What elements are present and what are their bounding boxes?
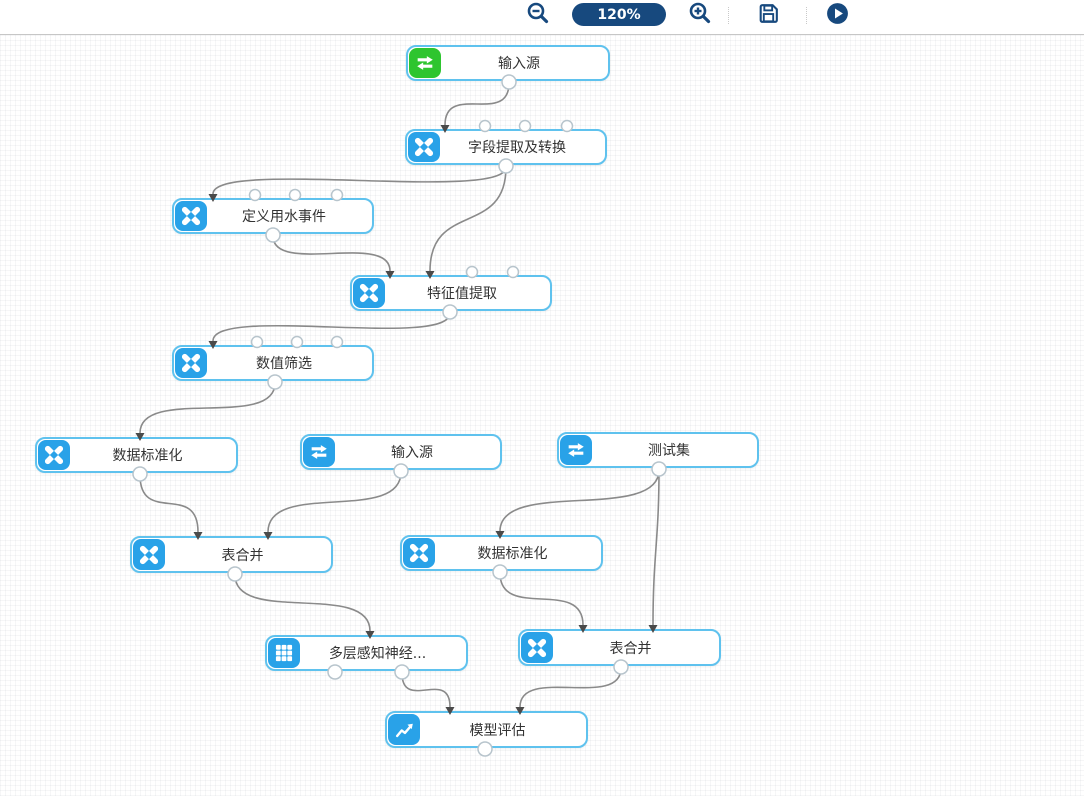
node-data-normalize-left[interactable]: 数据标准化 bbox=[35, 437, 238, 473]
edge bbox=[499, 469, 660, 532]
edge bbox=[139, 474, 199, 533]
swap-icon bbox=[409, 48, 441, 78]
edge bbox=[499, 572, 584, 626]
node-label: 特征值提取 bbox=[427, 286, 497, 302]
node-define-water-event[interactable]: 定义用水事件 bbox=[172, 198, 374, 234]
edge bbox=[444, 82, 510, 126]
edge bbox=[234, 574, 371, 632]
node-label: 数值筛选 bbox=[256, 356, 312, 372]
swap-icon bbox=[303, 437, 335, 467]
cross-icon bbox=[408, 132, 440, 162]
cross-icon bbox=[403, 538, 435, 568]
node-table-merge-right[interactable]: 表合并 bbox=[518, 629, 721, 666]
node-numeric-filter[interactable]: 数值筛选 bbox=[172, 345, 374, 381]
edge bbox=[519, 667, 622, 708]
cross-icon bbox=[175, 201, 207, 231]
edge bbox=[652, 469, 660, 626]
save-button[interactable] bbox=[754, 0, 782, 30]
node-model-evaluate[interactable]: 模型评估 bbox=[385, 711, 588, 748]
node-label: 数据标准化 bbox=[477, 546, 548, 562]
node-label: 表合并 bbox=[609, 640, 652, 657]
toolbar-separator bbox=[806, 7, 807, 24]
node-mlp-neural[interactable]: 多层感知神经... bbox=[265, 635, 468, 671]
cross-icon bbox=[38, 440, 70, 470]
edge bbox=[212, 166, 507, 195]
node-label: 定义用水事件 bbox=[242, 209, 326, 225]
edge bbox=[139, 382, 276, 434]
edge bbox=[212, 312, 451, 342]
edge bbox=[429, 166, 507, 272]
cross-icon bbox=[521, 632, 553, 663]
node-input-source-2[interactable]: 输入源 bbox=[300, 434, 502, 470]
play-icon bbox=[825, 1, 850, 30]
grid-icon bbox=[268, 638, 300, 668]
zoom-out-button[interactable] bbox=[524, 0, 552, 30]
chart-icon bbox=[388, 714, 420, 745]
run-button[interactable] bbox=[823, 0, 851, 30]
node-label: 输入源 bbox=[391, 445, 433, 461]
node-feature-extract[interactable]: 特征值提取 bbox=[350, 275, 552, 311]
node-label: 测试集 bbox=[648, 443, 690, 459]
zoom-in-icon bbox=[687, 0, 713, 30]
edge bbox=[272, 235, 391, 272]
toolbar-separator bbox=[728, 7, 729, 24]
zoom-level-label: 120% bbox=[597, 6, 641, 23]
edge bbox=[267, 471, 402, 533]
node-label: 表合并 bbox=[221, 547, 264, 564]
node-label: 数据标准化 bbox=[112, 448, 183, 464]
node-input-source-1[interactable]: 输入源 bbox=[406, 45, 610, 81]
save-icon bbox=[756, 1, 781, 30]
cross-icon bbox=[175, 348, 207, 378]
node-label: 多层感知神经... bbox=[328, 646, 427, 662]
node-data-normalize-right[interactable]: 数据标准化 bbox=[400, 535, 603, 571]
edge bbox=[401, 672, 451, 708]
zoom-level-badge[interactable]: 120% bbox=[572, 3, 666, 26]
swap-icon bbox=[560, 435, 592, 465]
node-table-merge-left[interactable]: 表合并 bbox=[130, 536, 333, 573]
node-field-extract-convert[interactable]: 字段提取及转换 bbox=[405, 129, 607, 165]
node-label: 模型评估 bbox=[469, 722, 526, 739]
node-label: 输入源 bbox=[498, 56, 540, 72]
toolbar: 120% bbox=[0, 0, 1084, 33]
cross-icon bbox=[353, 278, 385, 308]
node-label: 字段提取及转换 bbox=[468, 140, 566, 156]
zoom-in-button[interactable] bbox=[686, 0, 714, 30]
node-test-set[interactable]: 测试集 bbox=[557, 432, 759, 468]
zoom-out-icon bbox=[525, 0, 551, 30]
cross-icon bbox=[133, 539, 165, 570]
workflow-canvas[interactable]: 输入源 字段提取及转换 定义用水事件 特征值提取 数值筛选 数据标准化 输入源 … bbox=[0, 34, 1084, 796]
